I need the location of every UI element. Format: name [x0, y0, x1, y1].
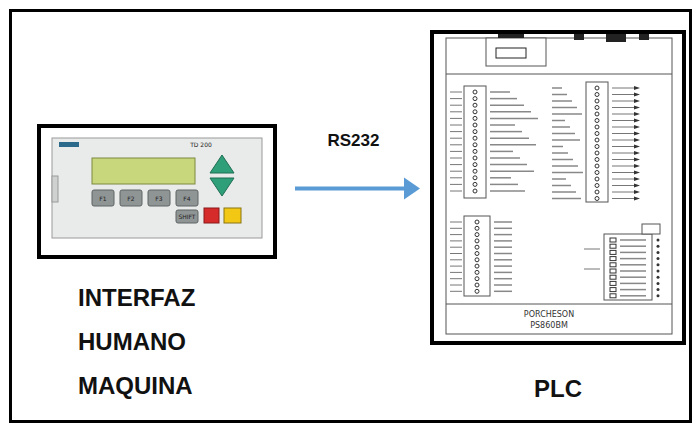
edge-label: RS232 [326, 131, 382, 151]
plc-box: PLCPORCHESONPS860BM [430, 30, 686, 345]
key-label: F3 [148, 195, 170, 202]
key-label: SHIFT [174, 213, 200, 220]
brand-label: PORCHESON [494, 310, 604, 320]
hmi-box: INTERFAZ HUMANO MAQUINATD 200F1F2F3F4SHI… [37, 124, 277, 259]
key-label: F4 [176, 195, 198, 202]
key-label: TD 200 [181, 141, 221, 148]
serial-link-arrow [295, 178, 420, 200]
key-label: F1 [92, 195, 114, 202]
key-label: F2 [120, 195, 142, 202]
td200-illustration [41, 128, 273, 255]
plc-board-illustration [434, 34, 682, 341]
node-caption: PLC [430, 367, 686, 411]
brand-label: PS860BM [494, 321, 604, 331]
node-caption: INTERFAZ HUMANO MAQUINA [78, 276, 278, 408]
